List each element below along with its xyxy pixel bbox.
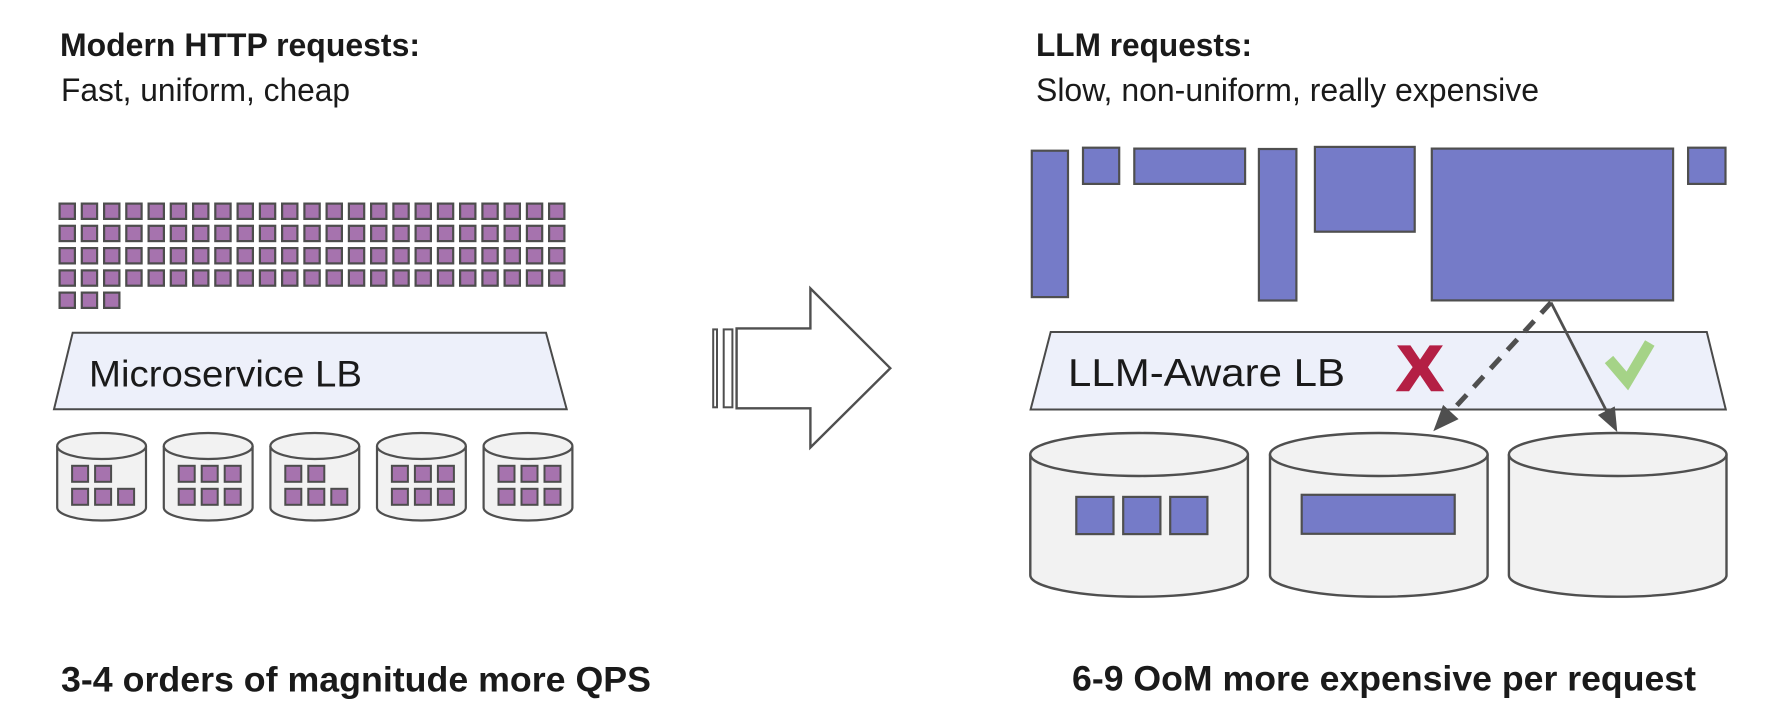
svg-text:Microservice LB: Microservice LB (89, 352, 362, 394)
svg-text:LLM-Aware LB: LLM-Aware LB (1068, 352, 1345, 395)
svg-text:Modern HTTP requests:: Modern HTTP requests: (60, 27, 420, 63)
svg-text:Slow, non-uniform, really expe: Slow, non-uniform, really expensive (1036, 72, 1539, 108)
svg-text:6-9 OoM more expensive per req: 6-9 OoM more expensive per request (1072, 659, 1696, 699)
svg-text:LLM requests:: LLM requests: (1036, 27, 1252, 63)
svg-text:3-4 orders of magnitude more Q: 3-4 orders of magnitude more QPS (61, 659, 651, 699)
svg-text:X: X (1398, 334, 1443, 404)
svg-text:Fast, uniform, cheap: Fast, uniform, cheap (61, 72, 350, 108)
